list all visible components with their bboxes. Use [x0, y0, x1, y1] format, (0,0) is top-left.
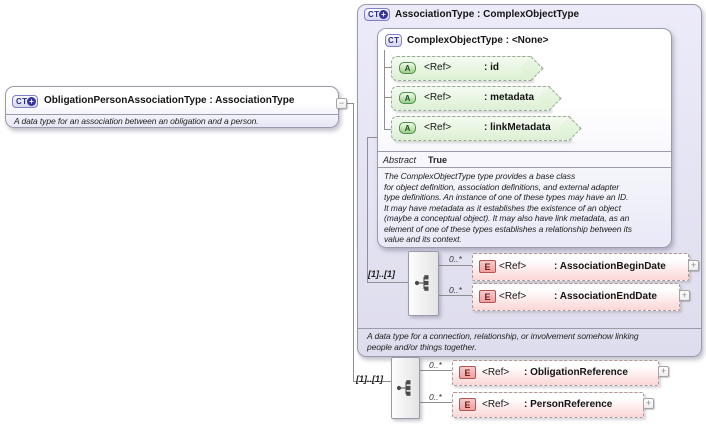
facet-divider — [378, 167, 671, 168]
sequence-icon — [414, 275, 429, 291]
annotation-divider — [6, 114, 338, 115]
parent-type-title: ComplexObjectType : <None> — [407, 35, 549, 46]
connector-line — [347, 103, 353, 104]
sequence-indicator[interactable] — [408, 251, 439, 316]
element-node-associationenddate[interactable]: E <Ref> : AssociationEndDate — [472, 283, 680, 311]
base-type-description: A data type for a connection, relationsh… — [367, 331, 639, 352]
occurs-label: 0..* — [449, 285, 462, 295]
attribute-node-id[interactable]: A <Ref> : id — [391, 56, 544, 81]
ct-icon-label: CT — [16, 97, 28, 106]
attribute-name: : metadata — [484, 92, 535, 103]
root-type-box[interactable]: CT + ObligationPersonAssociationType : A… — [5, 86, 339, 128]
element-node-personreference[interactable]: E <Ref> : PersonReference — [452, 392, 644, 418]
collapse-button[interactable]: − — [336, 98, 347, 109]
sequence-cardinality: [1]..[1] — [368, 269, 395, 279]
parent-type-description: The ComplexObjectType type provides a ba… — [384, 171, 632, 244]
expand-button[interactable]: + — [658, 366, 669, 377]
attribute-icon: A — [399, 62, 416, 74]
element-node-associationbegindate[interactable]: E <Ref> : AssociationBeginDate — [472, 253, 689, 281]
facet-divider — [378, 151, 671, 152]
abstract-facet-value: True — [428, 155, 448, 165]
element-name: : ObligationReference — [524, 367, 628, 378]
connector-line — [353, 381, 391, 382]
connector-line — [384, 129, 391, 130]
attribute-name: : id — [484, 62, 499, 73]
sequence-icon — [396, 380, 411, 396]
attribute-name: : linkMetadata — [484, 122, 551, 133]
complex-type-icon: CT + — [12, 95, 38, 108]
ct-icon-label: CT — [368, 10, 380, 19]
element-name: : AssociationEndDate — [554, 291, 657, 302]
element-name: : AssociationBeginDate — [554, 261, 666, 272]
element-icon: E — [459, 366, 476, 379]
element-icon: E — [479, 290, 496, 303]
complex-type-icon: CT — [385, 34, 402, 47]
occurs-label: 0..* — [429, 392, 442, 402]
plus-badge-icon: + — [379, 10, 388, 19]
expand-button[interactable]: + — [679, 290, 690, 301]
connector-line — [384, 50, 385, 129]
sequence-cardinality: [1]..[1] — [356, 374, 383, 384]
attribute-icon: A — [399, 92, 416, 104]
element-node-obligationreference[interactable]: E <Ref> : ObligationReference — [452, 360, 659, 386]
expand-button[interactable]: + — [688, 260, 699, 271]
sequence-indicator[interactable] — [391, 357, 420, 419]
base-type-title: AssociationType : ComplexObjectType — [395, 9, 580, 20]
attribute-ref: <Ref> — [424, 122, 452, 133]
complex-type-icon: CT + — [364, 8, 390, 21]
attribute-node-metadata[interactable]: A <Ref> : metadata — [391, 86, 562, 111]
element-icon: E — [479, 260, 496, 273]
plus-badge-icon: + — [27, 97, 36, 106]
connector-line — [353, 103, 354, 381]
expand-button[interactable]: + — [643, 398, 654, 409]
connector-line — [384, 67, 391, 68]
attribute-icon: A — [399, 122, 416, 134]
connector-line — [437, 295, 472, 296]
attribute-ref: <Ref> — [424, 92, 452, 103]
element-ref: <Ref> — [499, 261, 527, 272]
attribute-node-linkmetadata[interactable]: A <Ref> : linkMetadata — [391, 116, 582, 141]
element-ref: <Ref> — [482, 399, 510, 410]
connector-line — [367, 137, 368, 282]
connector-line — [437, 265, 472, 266]
element-ref: <Ref> — [482, 367, 510, 378]
element-ref: <Ref> — [499, 291, 527, 302]
abstract-facet-label: Abstract — [383, 155, 417, 165]
connector-line — [367, 137, 377, 138]
annotation-divider — [358, 328, 701, 329]
connector-line — [384, 97, 391, 98]
root-type-description: A data type for an association between a… — [14, 116, 259, 126]
connector-line — [367, 282, 408, 283]
element-icon: E — [459, 398, 476, 411]
attribute-ref: <Ref> — [424, 62, 452, 73]
root-type-title: ObligationPersonAssociationType : Associ… — [44, 95, 295, 106]
occurs-label: 0..* — [449, 254, 462, 264]
element-name: : PersonReference — [524, 399, 613, 410]
connector-line — [418, 402, 452, 403]
occurs-label: 0..* — [429, 360, 442, 370]
ct-icon-label: CT — [388, 36, 400, 45]
connector-line — [418, 370, 452, 371]
